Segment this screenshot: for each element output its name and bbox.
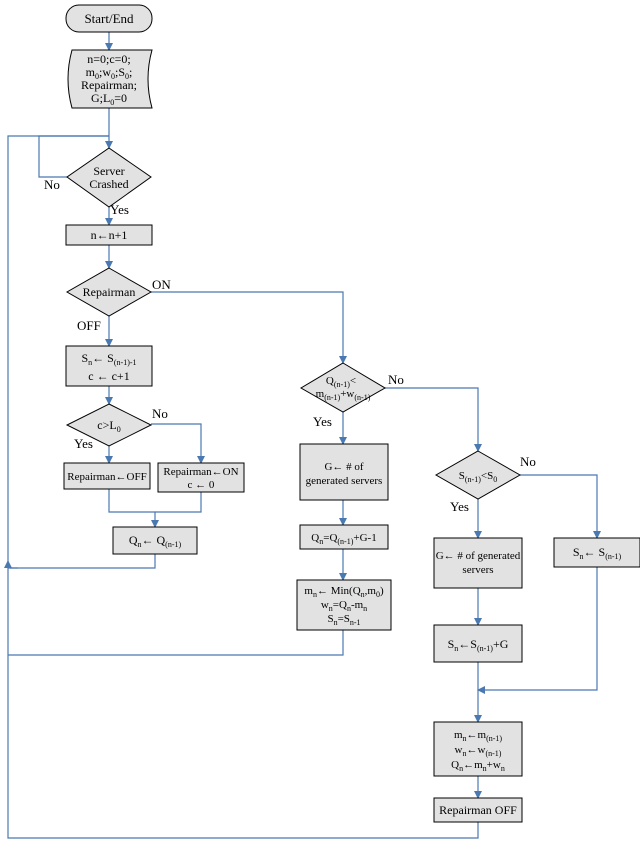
label-yes-crash: Yes <box>110 202 129 217</box>
repairman-off-label: Repairman←OFF <box>67 471 146 483</box>
edges <box>4 32 601 839</box>
gen-right-line-1: G← # of generated <box>436 550 521 562</box>
repairman-on-line-1: Repairman←ON <box>163 466 238 478</box>
s-compare-label: S(n-1)<S0 <box>459 470 497 484</box>
edge-off-merge <box>108 489 159 528</box>
sn-decrement-line-1: Sn← S(n-1)-1 <box>81 351 136 367</box>
edge-min-loop <box>8 630 344 656</box>
sn-plus-label: Sn←S(n-1)+G <box>448 637 509 653</box>
q-compare-line-1: Q(n-1)< <box>326 375 356 389</box>
repairman-decision-label: Repairman <box>83 285 136 299</box>
increment-n-label: n←n+1 <box>91 228 128 242</box>
edge-labels: No Yes ON OFF No Yes No Yes No Yes <box>44 177 536 514</box>
sn-far-node: Sn← S(n-1) <box>553 537 640 568</box>
final-line-3: Qn←mn+wn <box>451 759 505 773</box>
sn-plus-node: Sn←S(n-1)+G <box>433 624 523 663</box>
repairman-on-line-2: c ← 0 <box>188 479 215 491</box>
start-end-label: Start/End <box>84 11 134 26</box>
qn-left-node: Qn← Q(n-1) <box>112 526 198 555</box>
edge-sfar-merge <box>477 567 598 694</box>
min-line-1: mn← Min(Qn,m0) <box>304 585 384 599</box>
gen-mid-line-2: generated servers <box>306 475 383 487</box>
gen-right-node: G← # of generated servers <box>433 537 523 589</box>
edge-on-merge <box>155 492 202 513</box>
edge-cgtl-no <box>151 423 205 464</box>
repairman-off-final-node: Repairman OFF <box>433 797 523 823</box>
repairman-decision: Repairman <box>65 267 153 317</box>
label-no-c: No <box>152 406 168 421</box>
final-line-2: wn←w(n-1) <box>455 744 502 758</box>
label-off: OFF <box>77 318 101 333</box>
server-crashed-line-2: Crashed <box>89 177 128 191</box>
q-compare-decision: Q(n-1)< m(n-1)+w(n-1) <box>300 362 386 413</box>
label-on: ON <box>152 277 171 292</box>
label-yes-c: Yes <box>74 436 93 451</box>
edge-s-no <box>520 474 601 539</box>
min-line-3: Sn=Sn-1 <box>327 613 360 627</box>
qn-mid-label: Qn=Q(n-1)+G-1 <box>311 532 376 546</box>
label-no-s: No <box>520 454 536 469</box>
repairman-off-node: Repairman←OFF <box>63 462 151 490</box>
edge-q-no <box>385 387 482 452</box>
c-gt-l-label: c>L0 <box>97 418 120 434</box>
server-crashed-decision: Server Crashed <box>66 147 152 208</box>
label-no-q: No <box>388 372 404 387</box>
edge-repair-on <box>151 291 347 364</box>
loop-arrow-head <box>4 560 12 568</box>
gen-mid-line-1: G← # of <box>324 461 363 473</box>
sn-decrement-line-2: c ← c+1 <box>88 369 129 383</box>
sn-decrement-node: Sn← S(n-1)-1 c ← c+1 <box>65 345 153 387</box>
final-line-1: mn←m(n-1) <box>454 729 502 743</box>
edge-qn-loop <box>10 554 156 569</box>
gen-right-line-2: servers <box>462 564 493 576</box>
gen-mid-node: G← # of generated servers <box>299 443 389 501</box>
increment-n-node: n←n+1 <box>65 224 153 246</box>
server-crashed-line-1: Server <box>93 164 124 178</box>
init-line-4: G;L0=0 <box>91 91 127 107</box>
final-update-node: mn←m(n-1) wn←w(n-1) Qn←mn+wn <box>433 721 523 777</box>
label-yes-s: Yes <box>450 499 469 514</box>
qn-mid-node: Qn=Q(n-1)+G-1 <box>299 524 389 550</box>
edge-outer-loop <box>7 135 479 839</box>
init-node: n=0;c=0; m0;w0;S0; Repairman; G;L0=0 <box>67 49 153 109</box>
start-end-node: Start/End <box>65 4 153 33</box>
repairman-on-node: Repairman←ON c ← 0 <box>157 462 245 493</box>
s-compare-decision: S(n-1)<S0 <box>434 450 522 500</box>
sn-far-label: Sn← S(n-1) <box>573 545 622 561</box>
min-line-2: wn=Qn-mn <box>321 599 367 613</box>
init-line-3: Repairman; <box>81 78 137 92</box>
init-line-1: n=0;c=0; <box>87 52 131 66</box>
q-compare-line-2: m(n-1)+w(n-1) <box>316 388 371 402</box>
repairman-off-final-label: Repairman OFF <box>439 803 517 817</box>
label-no-crash: No <box>44 177 60 192</box>
c-gt-l-decision: c>L0 <box>65 403 153 447</box>
min-node: mn← Min(Qn,m0) wn=Qn-mn Sn=Sn-1 <box>296 579 392 631</box>
init-line-2: m0;w0;S0; <box>86 65 133 81</box>
qn-left-label: Qn← Q(n-1) <box>129 533 182 549</box>
label-yes-q: Yes <box>313 414 332 429</box>
